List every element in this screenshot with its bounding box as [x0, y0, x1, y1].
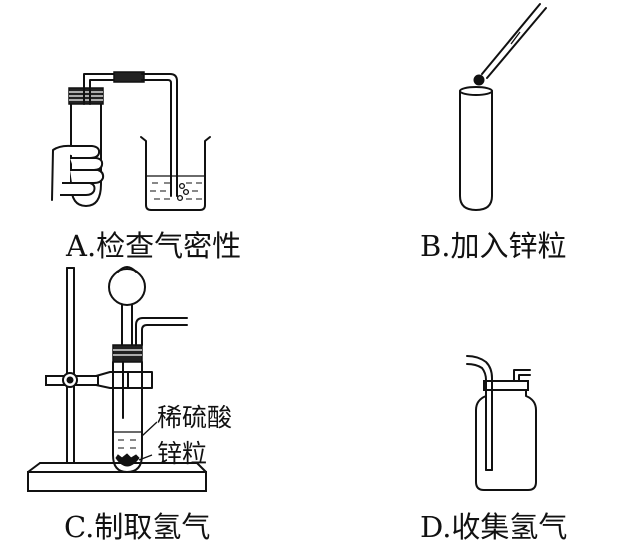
panel-b-tweezers	[481, 3, 547, 79]
panel-a-airtightness-check: A.检查气密性	[51, 71, 241, 263]
panel-a-hand	[51, 144, 105, 201]
panel-d-collect-hydrogen: D.收集氢气	[420, 355, 567, 544]
panel-c-zinc-leader	[138, 454, 153, 461]
panel-c-iron-stand	[27, 267, 207, 492]
panel-d-caption: D.收集氢气	[420, 510, 567, 544]
panel-c-test-tube	[112, 361, 143, 473]
panel-c-stopper	[112, 344, 143, 363]
panel-c-funnel	[108, 266, 146, 349]
panel-d-gas-bottle	[475, 380, 537, 491]
panel-a-beaker	[140, 136, 211, 211]
panel-b-test-tube	[459, 86, 493, 211]
panel-c-caption: C.制取氢气	[64, 510, 210, 544]
panel-c-delivery-tube	[135, 317, 188, 346]
panel-c-clamp	[45, 371, 153, 389]
panel-d-delivery-tube	[466, 355, 531, 471]
panel-a-caption: A.检查气密性	[65, 229, 241, 263]
panel-a-delivery-tube	[83, 71, 178, 197]
panel-b-add-zinc: B.加入锌粒	[420, 3, 567, 263]
panel-b-zinc-granule	[473, 74, 485, 86]
panel-c-produce-hydrogen: 稀硫酸 锌粒 C.制取氢气	[27, 266, 232, 544]
panel-c-acid-leader	[141, 421, 158, 437]
panel-b-caption: B.加入锌粒	[420, 229, 567, 263]
panel-a-stopper	[68, 87, 104, 105]
panel-c-zinc-label: 锌粒	[157, 439, 207, 468]
panel-c-acid-label: 稀硫酸	[157, 403, 232, 432]
